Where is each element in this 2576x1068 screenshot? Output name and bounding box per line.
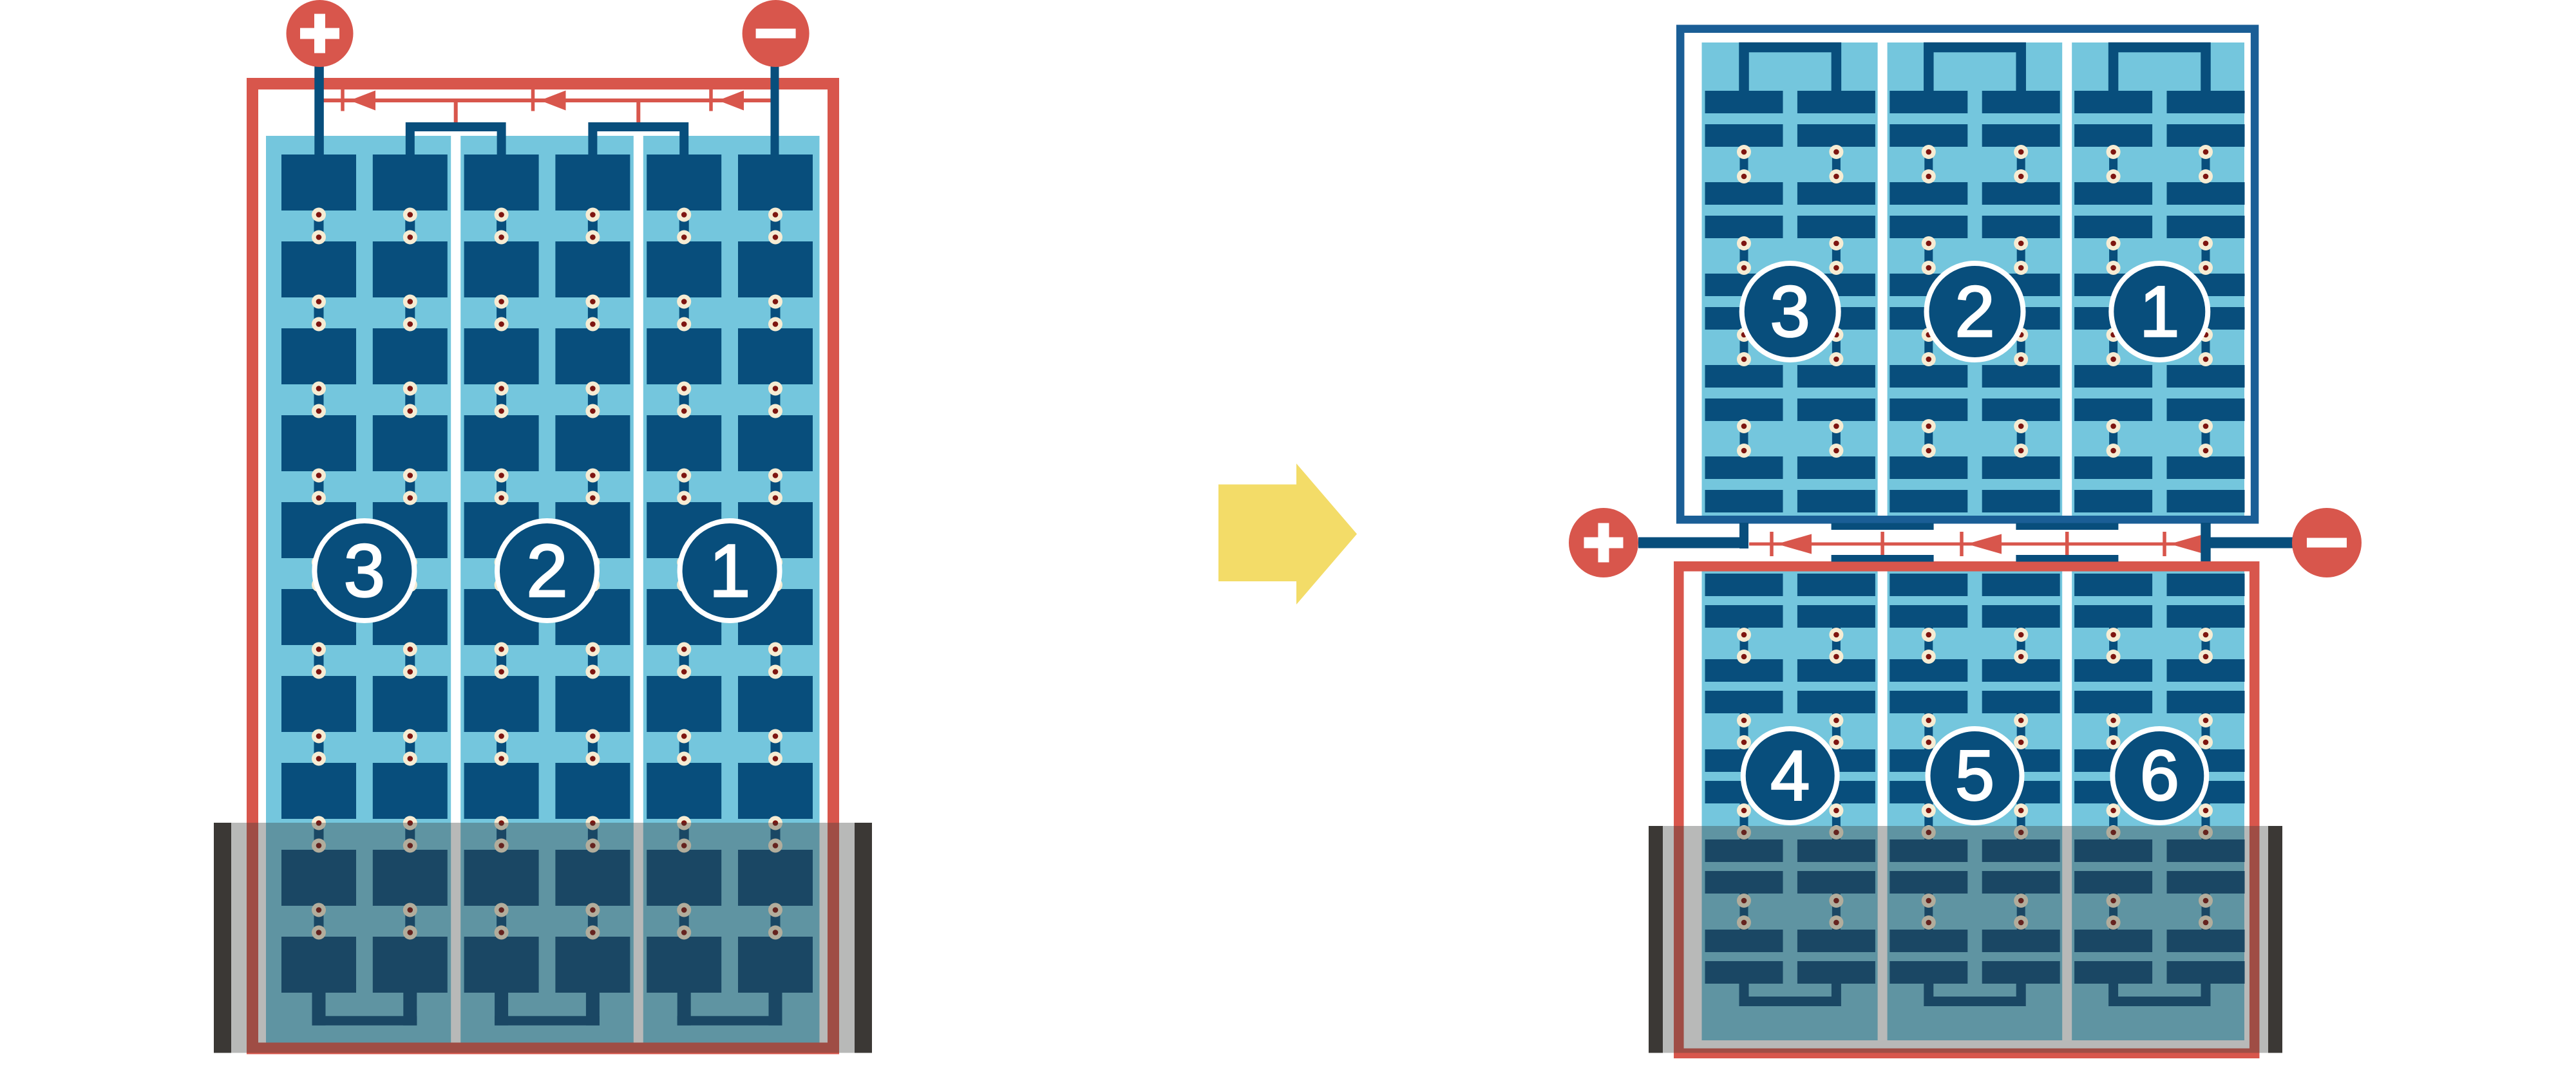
svg-text:1: 1 [2139,272,2179,352]
svg-text:4: 4 [1770,736,1810,816]
svg-text:3: 3 [344,529,386,613]
svg-text:5: 5 [1955,736,1994,816]
svg-text:1: 1 [709,529,751,613]
svg-text:6: 6 [2140,736,2179,816]
svg-text:2: 2 [526,529,568,613]
svg-text:3: 3 [1770,272,1810,352]
svg-text:2: 2 [1955,272,1994,352]
